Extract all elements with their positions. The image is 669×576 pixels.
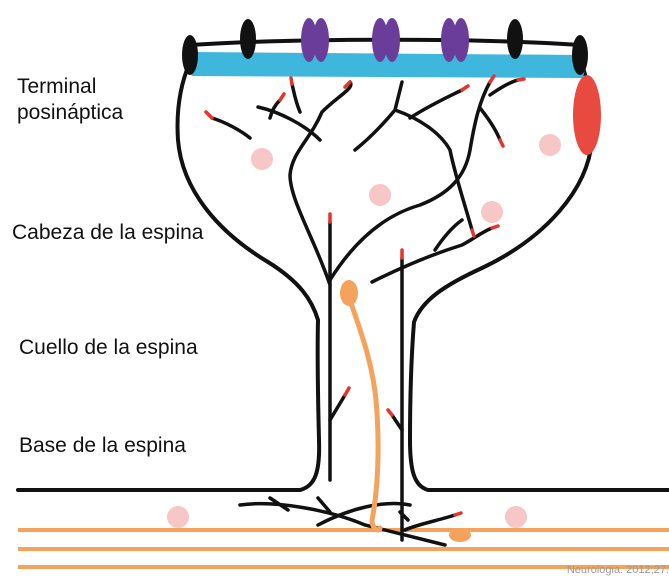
pink-dot — [251, 148, 273, 170]
label-terminal-line1: Terminal — [17, 74, 123, 100]
pink-dot — [167, 506, 189, 528]
red-receptor — [573, 75, 601, 155]
membrane-right — [410, 60, 669, 490]
label-neck: Cuello de la espina — [19, 335, 198, 361]
dendrite-shaft — [18, 530, 669, 567]
pink-dot — [369, 184, 391, 206]
label-terminal-line2: posináptica — [17, 100, 123, 126]
pink-dot — [505, 506, 527, 528]
orange-bulb — [340, 280, 358, 306]
label-base: Base de la espina — [19, 433, 186, 459]
orange-blob — [449, 528, 471, 542]
pink-dot — [481, 201, 503, 223]
orange-tubule — [350, 300, 380, 530]
pink-dots — [167, 134, 561, 528]
black-receptor — [572, 35, 588, 75]
membrane-left — [18, 62, 319, 490]
label-terminal: Terminal posináptica — [17, 74, 123, 126]
pink-dot — [539, 134, 561, 156]
black-receptor — [240, 19, 256, 59]
label-head: Cabeza de la espina — [12, 220, 203, 246]
black-receptor — [507, 19, 523, 59]
black-receptor — [182, 35, 198, 75]
source-credit: Neurologia. 2012;27: — [567, 564, 669, 576]
